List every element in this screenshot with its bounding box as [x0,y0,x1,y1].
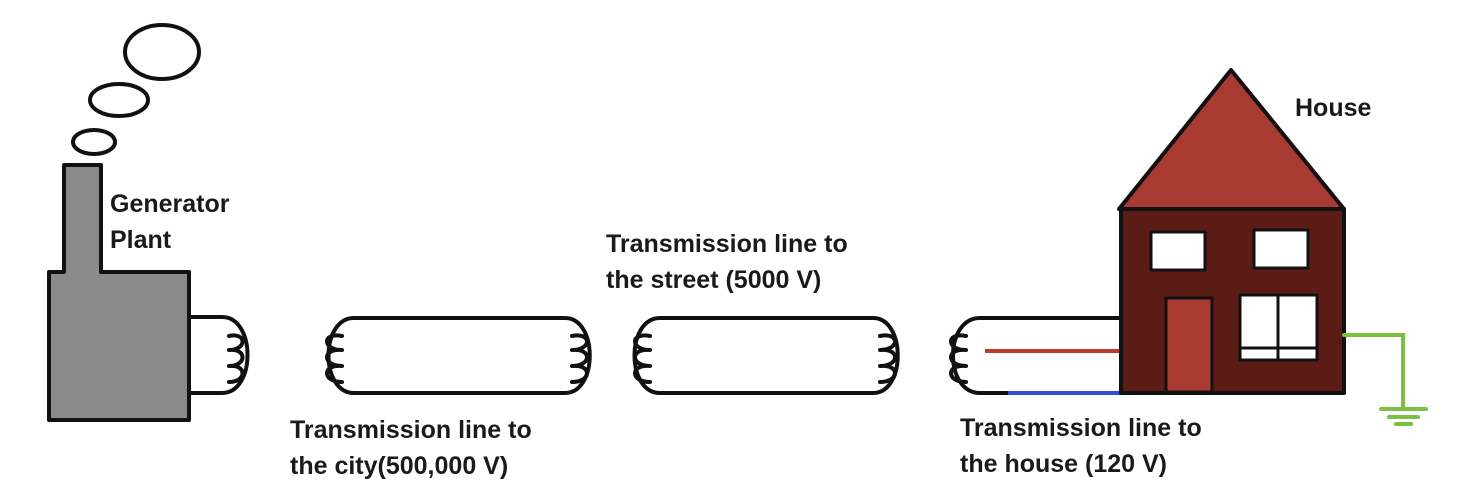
plant-output-coil [187,315,250,395]
city-line-label-line-1: Transmission line to [290,416,532,444]
coil-winding [633,333,652,384]
house-door [1164,296,1214,394]
house-transmission-line [949,316,1122,395]
house-window-right [1252,228,1310,270]
house-label-text: House [1295,94,1372,122]
street-line-label-line-1: Transmission line to [606,230,848,258]
city-line-loop [326,316,592,395]
smoke-puff-medium [88,82,150,118]
house-line-loop [951,316,1122,395]
generator-plant-label: Generator Plant [110,186,229,258]
street-transmission-line [632,316,900,395]
ground-wire [1342,333,1405,410]
coil-winding [227,333,245,384]
smoke-puff-small [71,128,117,156]
coil-winding [878,333,897,384]
coil-winding [570,333,589,384]
plant-output-loop [187,315,250,395]
smoke-puff-large [123,23,201,81]
generator-label-line-1: Generator [110,190,230,218]
house-label: House [1295,90,1371,126]
city-transmission-line [325,316,592,395]
ground-icon [1342,333,1428,426]
city-line-label: Transmission line to the city(500,000 V) [290,412,532,484]
street-line-label-line-2: the street (5000 V) [606,266,822,294]
house-line-label-line-2: the house (120 V) [960,450,1167,478]
generator-plant-icon [47,163,191,422]
generator-label-line-2: Plant [110,226,172,254]
house-icon [1117,68,1346,395]
street-line-label: Transmission line to the street (5000 V) [606,226,848,298]
house-window-left [1149,230,1207,272]
coil-winding [949,333,968,384]
house-line-label: Transmission line to the house (120 V) [960,410,1202,482]
smoke-icon [71,23,201,156]
city-line-label-line-2: the city(500,000 V) [290,452,509,480]
house-big-window [1238,293,1319,362]
plant-building [47,163,191,422]
coil-winding [325,333,344,384]
house-line-label-line-1: Transmission line to [960,414,1202,442]
street-line-loop [632,316,900,395]
